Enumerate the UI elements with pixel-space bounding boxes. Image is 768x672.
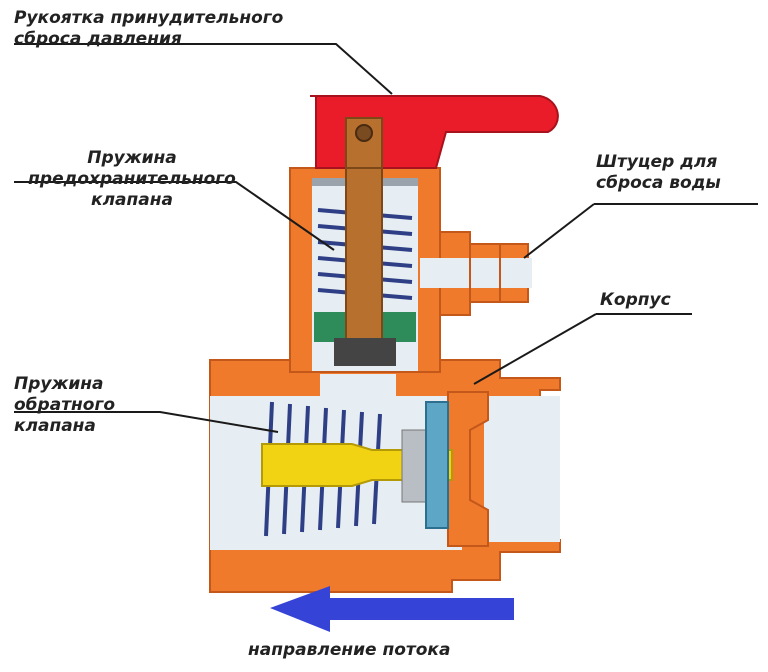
leader-safety-spring xyxy=(14,181,335,251)
check-valve-poppet xyxy=(261,401,453,529)
drain-fitting xyxy=(420,231,532,316)
leader-drain xyxy=(523,203,595,259)
label-safety-spring: Пружина предохранительного клапана xyxy=(14,148,250,211)
label-drain-line2: сброса воды xyxy=(596,173,721,193)
label-handle-line2: сброса давления xyxy=(14,29,182,49)
leader-handle xyxy=(14,43,393,95)
label-body: Корпус xyxy=(600,290,671,310)
flow-arrow-icon xyxy=(270,586,514,632)
label-drain-fitting: Штуцер для сброса воды xyxy=(596,152,721,194)
label-check-spring: Пружина обратного клапана xyxy=(14,374,115,437)
label-check-spring-line2: обратного xyxy=(14,395,116,415)
leader-body xyxy=(473,313,597,385)
label-handle: Рукоятка принудительного сброса давления xyxy=(14,8,283,50)
label-flow-direction: направление потока xyxy=(248,640,451,660)
label-check-spring-line3: клапана xyxy=(14,416,96,436)
label-safety-spring-line1: Пружина xyxy=(87,148,177,168)
label-drain-line1: Штуцер для xyxy=(596,152,718,172)
label-safety-spring-line2: предохранительного xyxy=(28,169,236,189)
leader-lines xyxy=(14,43,758,433)
label-safety-spring-line3: клапана xyxy=(91,190,173,210)
label-handle-line1: Рукоятка принудительного xyxy=(14,8,284,28)
label-check-spring-line1: Пружина xyxy=(14,374,104,394)
leader-check-spring xyxy=(14,411,279,433)
stem-pin xyxy=(355,124,373,142)
